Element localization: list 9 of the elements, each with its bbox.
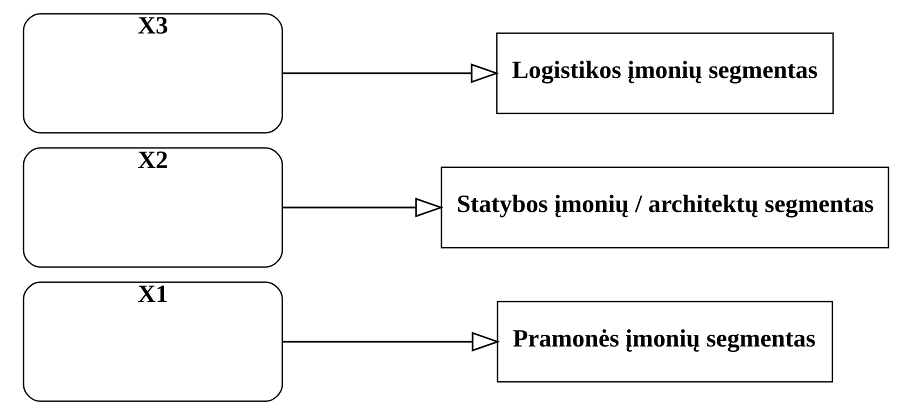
node-box: Logistikos įmonių segmentas: [496, 32, 834, 114]
arrow: [282, 198, 443, 218]
arrow: [282, 63, 499, 84]
node-box: Pramonės įmonių segmentas: [496, 300, 833, 383]
node-box: Statybos įmonių / architektų segmentas: [440, 166, 889, 248]
arrow: [282, 332, 500, 352]
node-box: X2: [22, 147, 283, 268]
node-box: X3: [22, 13, 283, 134]
node-box: X1: [22, 282, 283, 402]
